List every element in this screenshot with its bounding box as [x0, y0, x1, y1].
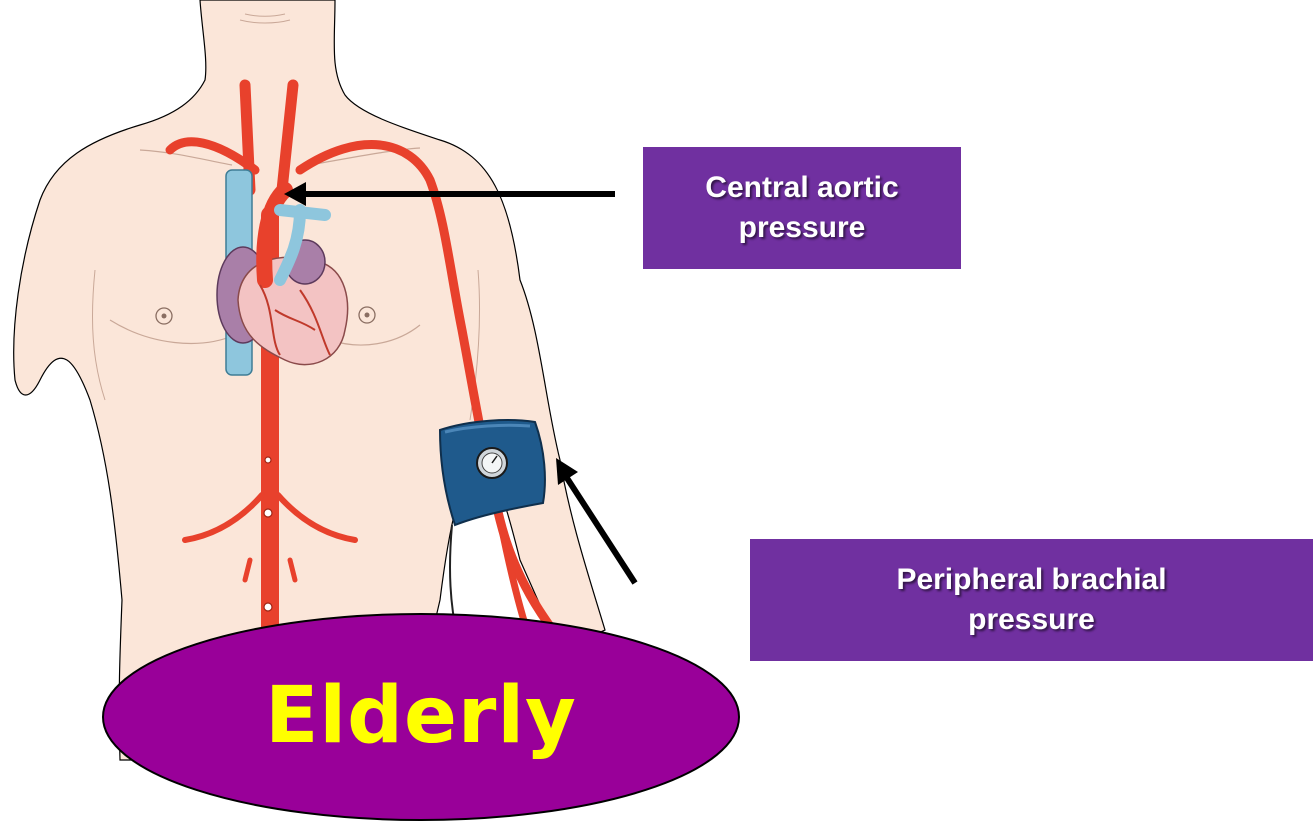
- central-aortic-pressure-label: Central aortic pressure: [643, 147, 961, 269]
- central-label-line2: pressure: [739, 208, 866, 248]
- gauge-icon: [477, 448, 507, 478]
- elderly-label: Elderly: [103, 613, 739, 819]
- peripheral-label-line1: Peripheral brachial: [896, 560, 1166, 600]
- peripheral-brachial-pressure-label: Peripheral brachial pressure: [750, 539, 1313, 661]
- central-label-line1: Central aortic: [705, 168, 898, 208]
- peripheral-label-line2: pressure: [968, 600, 1095, 640]
- elderly-text: Elderly: [265, 671, 577, 761]
